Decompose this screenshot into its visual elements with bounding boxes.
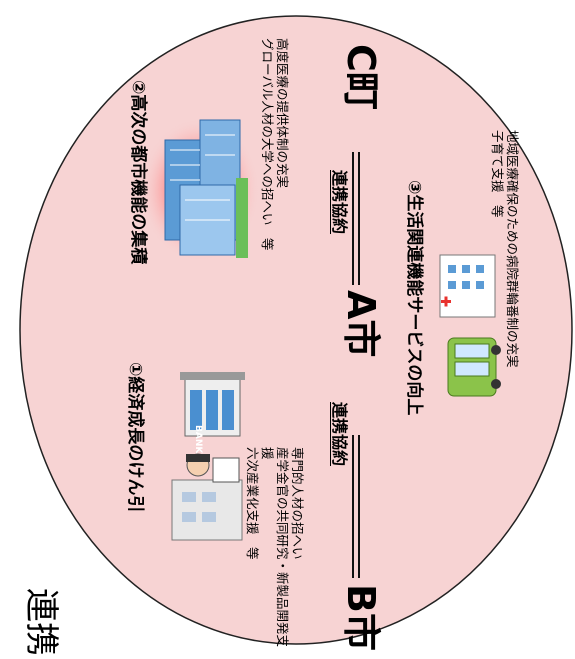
bank-icon <box>180 372 245 437</box>
bus-icon <box>447 337 501 397</box>
office-building-icon <box>171 453 243 541</box>
connector-lines <box>352 152 360 578</box>
skyscraper-icon <box>140 118 260 262</box>
bank-sign: BANK <box>193 425 203 454</box>
hospital-icon <box>439 254 496 318</box>
